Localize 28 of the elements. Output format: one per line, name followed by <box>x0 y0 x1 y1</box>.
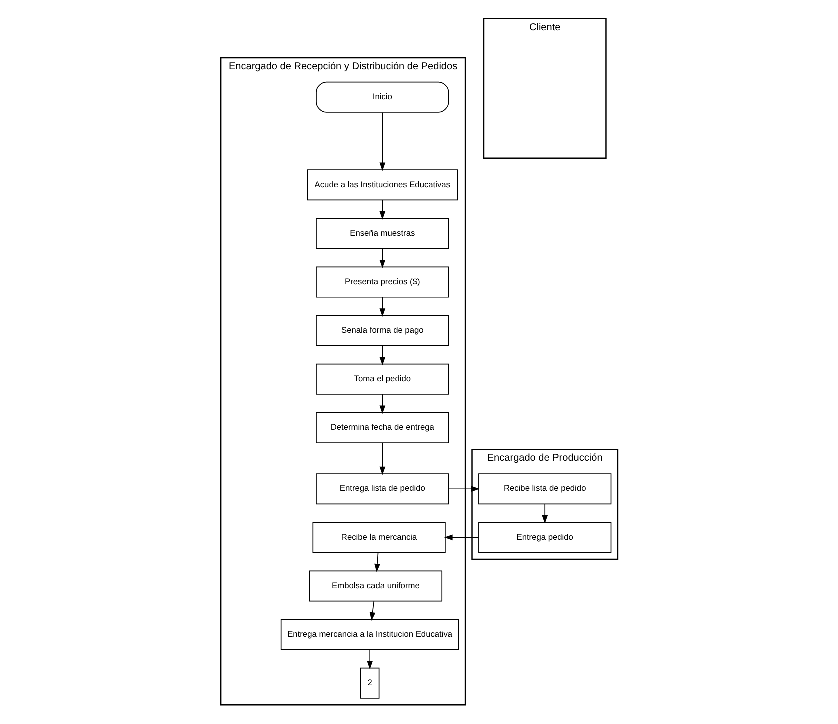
node-box: Cliente <box>482 18 606 159</box>
node-box: Presenta precios ($) <box>316 266 449 298</box>
arrow <box>379 112 386 172</box>
node-box: Acude a las Instituciones Educativas <box>306 170 458 201</box>
node-box: Embolsa cada uniforme <box>308 570 442 602</box>
arrow <box>379 248 386 268</box>
arrow <box>379 394 386 414</box>
node-box: Entrega mercancia a la Institucion Educativa <box>280 619 459 650</box>
node-box: 2 <box>360 668 380 699</box>
arrow <box>369 600 376 621</box>
arrow <box>366 650 373 670</box>
node-box: Recibe la mercancia <box>312 522 446 554</box>
node-box: Entrega lista de pedido <box>316 474 449 505</box>
arrow <box>542 504 548 524</box>
arrow <box>379 200 386 220</box>
node-box: Recibe lista de pedido <box>478 474 612 505</box>
arrow <box>379 297 386 318</box>
node-box: Toma el pedido <box>316 364 449 395</box>
node-box: Entrega pedido <box>478 522 612 554</box>
arrow <box>379 442 386 476</box>
node-box: Determina fecha de entrega <box>316 412 449 444</box>
arrow <box>374 552 380 572</box>
node-box: Senala forma de pago <box>316 315 449 346</box>
node-box: Enseña muestras <box>316 218 449 250</box>
arrow <box>448 486 480 492</box>
node-box: Inicio <box>316 82 449 113</box>
arrow <box>444 534 479 541</box>
arrow <box>379 346 386 366</box>
